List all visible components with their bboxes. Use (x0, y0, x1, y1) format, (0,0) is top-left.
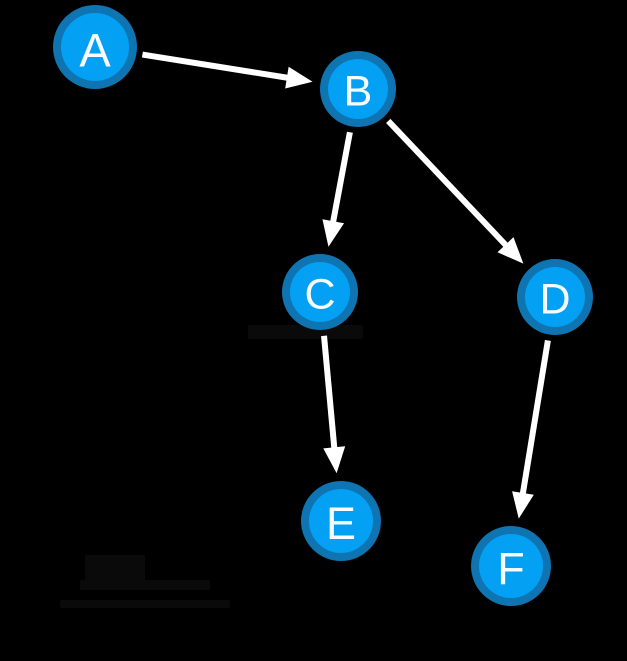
nodes-layer: A B C D E F (53, 5, 593, 606)
arrowhead-icon (497, 237, 524, 264)
background-artifact (248, 325, 363, 339)
node-E[interactable]: E (301, 481, 381, 561)
node-D-circle (525, 267, 585, 327)
edges-layer (141, 51, 551, 519)
node-A-circle (61, 13, 129, 81)
edge-B-C-line (329, 131, 353, 225)
node-A[interactable]: A (53, 5, 137, 89)
node-B-circle (328, 59, 388, 119)
node-B[interactable]: B (320, 51, 396, 127)
node-C-circle (290, 262, 350, 322)
arrowhead-icon (322, 219, 345, 247)
node-F[interactable]: F (471, 526, 551, 606)
arrowhead-icon (323, 446, 346, 474)
edge-C-E-line (321, 335, 338, 451)
node-E-circle (309, 489, 373, 553)
edge-B-D-line (386, 118, 510, 249)
edge-A-B-line (141, 51, 291, 82)
edge-D-F (512, 339, 551, 519)
arrowhead-icon (512, 491, 534, 519)
edge-A-B (141, 51, 313, 89)
background-artifact (80, 580, 210, 590)
background-artifact (85, 555, 145, 581)
node-F-circle (479, 534, 543, 598)
node-D[interactable]: D (517, 259, 593, 335)
edge-B-D (386, 118, 524, 264)
edge-D-F-line (519, 339, 551, 497)
edge-B-C (322, 131, 353, 247)
edge-C-E (321, 335, 346, 474)
arrowhead-icon (285, 66, 313, 89)
node-C[interactable]: C (282, 254, 358, 330)
background-artifact (60, 600, 230, 608)
